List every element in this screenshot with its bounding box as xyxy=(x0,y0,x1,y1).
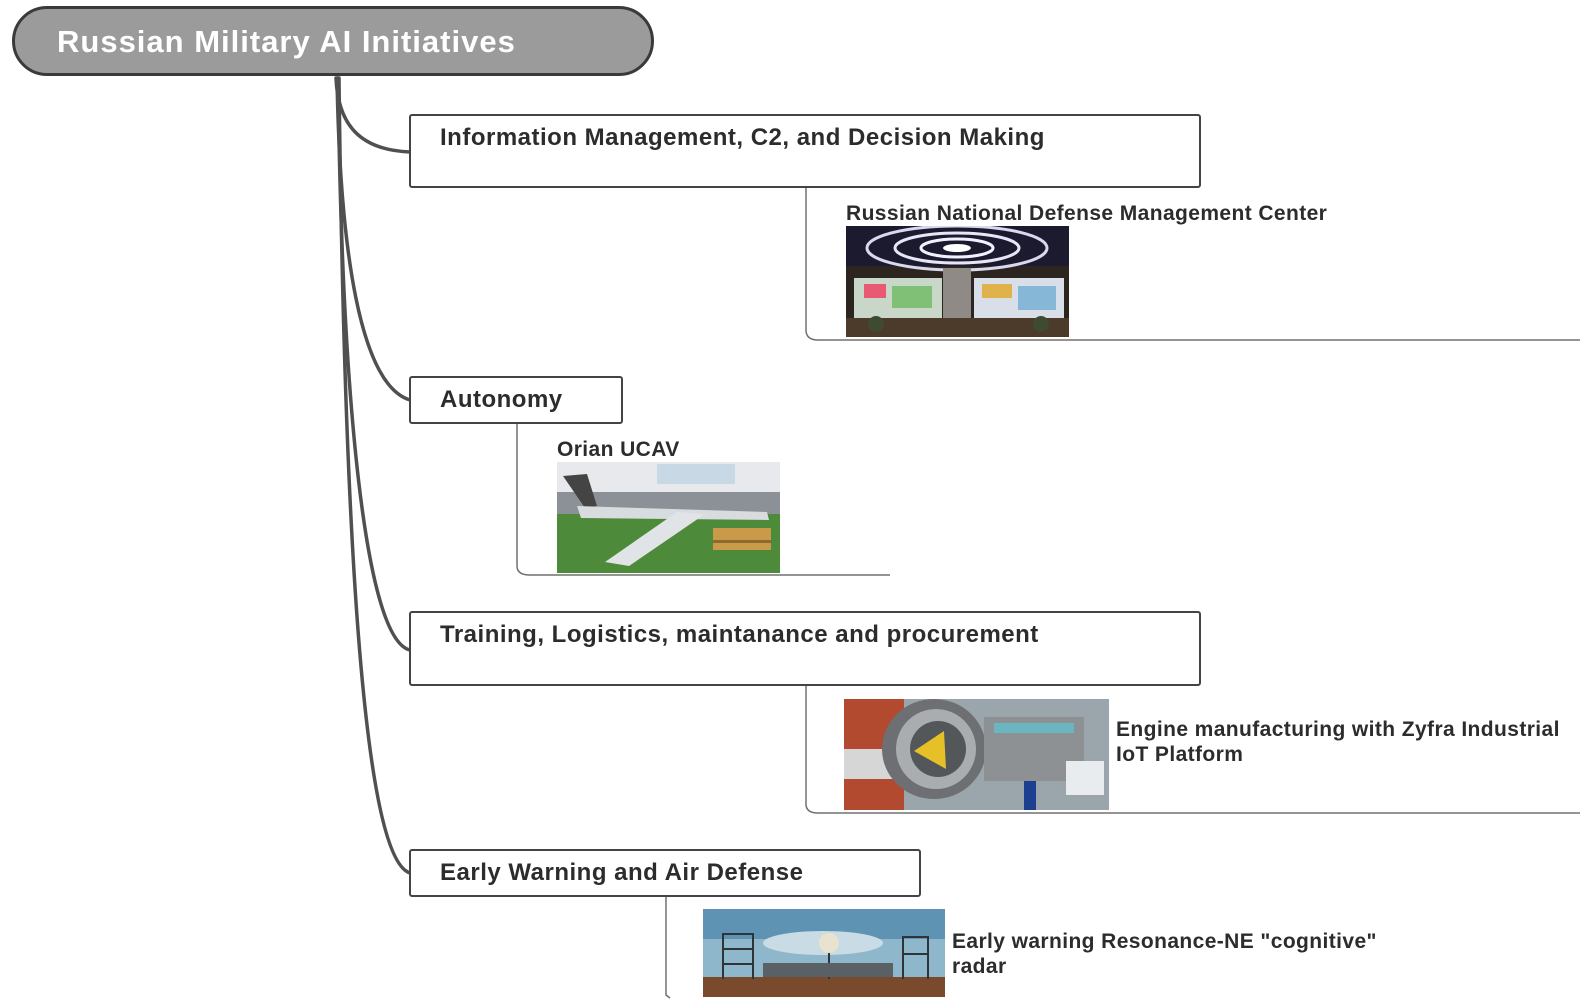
subtopic-label-text: Early warning Resonance-NE "cognitive" r… xyxy=(952,930,1377,978)
command-center-photo xyxy=(846,226,1069,337)
topic-title: Autonomy xyxy=(440,386,563,413)
branch-line-3 xyxy=(336,76,412,652)
subtopic-label-engine-manufacturing: Engine manufacturing with Zyfra Industri… xyxy=(1116,717,1576,767)
topic-early-warning[interactable]: Early Warning and Air Defense xyxy=(409,849,921,897)
radar-station-photo xyxy=(703,909,945,997)
topic-title: Early Warning and Air Defense xyxy=(440,859,804,886)
subtopic-label-resonance-radar: Early warning Resonance-NE "cognitive" r… xyxy=(952,929,1382,979)
subtopic-label-defense-center: Russian National Defense Management Cent… xyxy=(846,202,1328,225)
ucav-drone-photo xyxy=(557,462,780,573)
topic-information-management[interactable]: Information Management, C2, and Decision… xyxy=(409,114,1201,188)
subtopic-line-2 xyxy=(516,424,890,576)
jet-engine-photo xyxy=(844,699,1109,810)
subtopic-line-3 xyxy=(805,686,1580,814)
subtopic-label-orian-ucav: Orian UCAV xyxy=(557,438,680,461)
root-topic[interactable]: Russian Military AI Initiatives xyxy=(12,6,654,76)
topic-title: Training, Logistics, maintanance and pro… xyxy=(440,621,1039,648)
subtopic-label-text: Engine manufacturing with Zyfra Industri… xyxy=(1116,718,1560,766)
topic-title: Information Management, C2, and Decision… xyxy=(440,124,1045,151)
subtopic-line-1 xyxy=(805,188,1580,341)
branch-line-4 xyxy=(337,76,412,875)
branch-line-1 xyxy=(334,76,412,154)
subtopic-line-4 xyxy=(665,897,671,999)
topic-training-logistics[interactable]: Training, Logistics, maintanance and pro… xyxy=(409,611,1201,686)
topic-autonomy[interactable]: Autonomy xyxy=(409,376,623,424)
root-title: Russian Military AI Initiatives xyxy=(57,24,516,59)
